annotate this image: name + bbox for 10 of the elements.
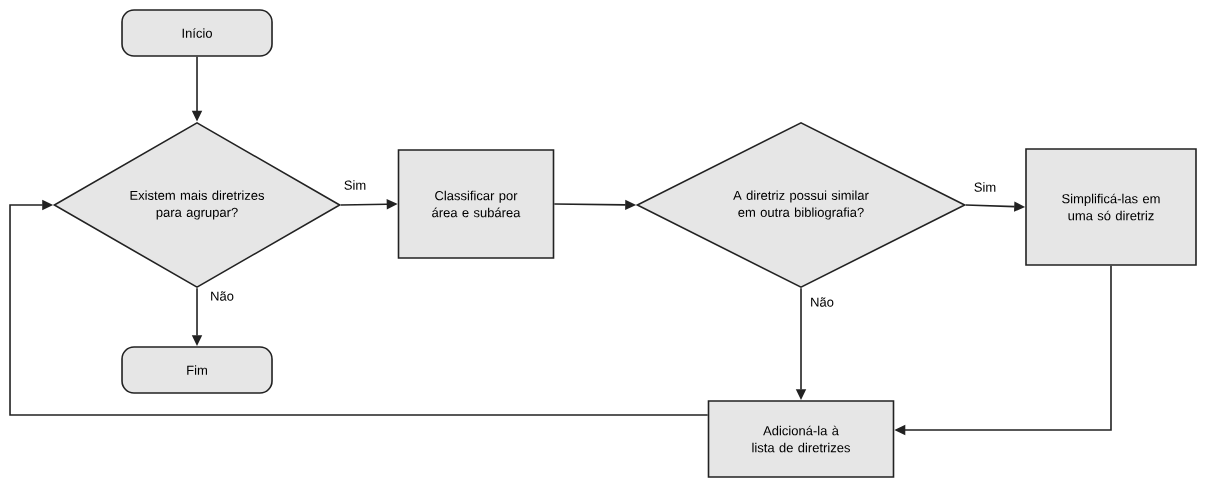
process-box: Simplificá-las em uma só diretriz [1025,148,1197,266]
arrow [9,199,709,416]
process-box: Adicioná-la à lista de diretrizes [707,400,895,478]
edge-label: Não [809,296,835,308]
terminal-box: Início [121,9,273,57]
terminal-box: Fim [121,346,273,394]
process-box: Classificar por área e subárea [397,149,555,259]
edge-label: Não [209,290,235,302]
edge-label: Sim [342,179,368,191]
edge-label: Sim [972,181,998,193]
